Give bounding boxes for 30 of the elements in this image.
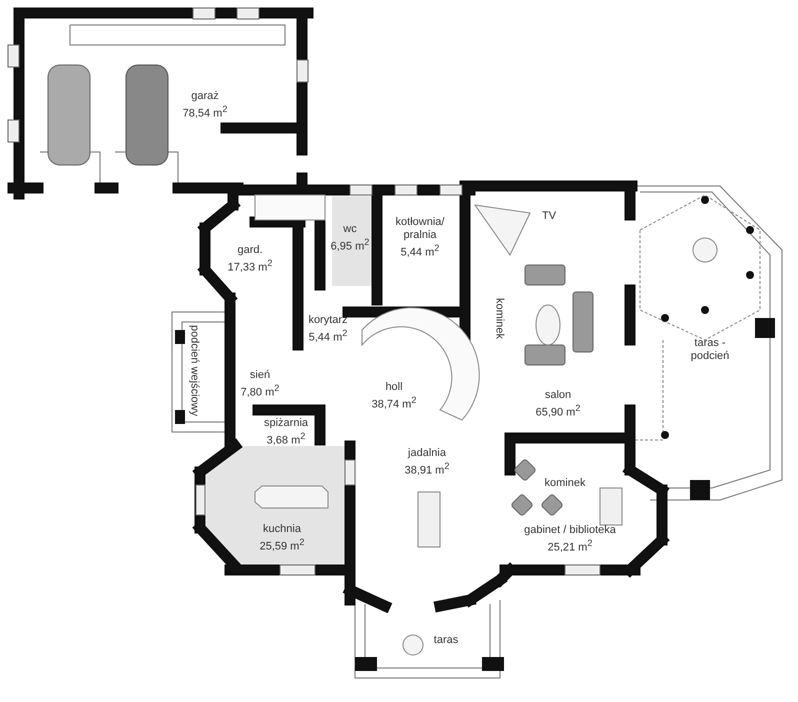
room-area: 38,74 m$^{2}$ [372,394,416,412]
room-name: jadalnia [408,446,446,460]
room-area: 7,80 m$^{2}$ [240,382,280,400]
room-name: salon [544,388,572,402]
room-area: 5,44 m$^{2}$ [308,326,348,344]
room-area: 78,54 m$^{2}$ [182,102,228,120]
room-name: garaż [191,90,219,103]
fireplace-label: kominek [544,476,586,490]
room-name: wc [343,222,357,236]
room-area: 17,33 m$^{2}$ [228,256,272,274]
room-area: 65,90 m$^{2}$ [536,402,580,420]
room-area: 5,44 m$^{2}$ [400,242,440,260]
room-area: 25,21 m$^{2}$ [548,536,592,554]
room-name: sień [250,368,270,382]
tv-label: TV [542,210,556,222]
room-name: holl [385,380,403,394]
room-name: spiżarnia [264,416,308,430]
room-name: taras [434,634,458,646]
fireplace-label: kominek [492,298,506,338]
room-name: podcień wejściowy [188,325,200,417]
room-name: taras - podcień [690,337,730,363]
room-name: gard. [237,244,263,257]
room-name: korytarz [308,314,348,327]
room-area: 38,91 m$^{2}$ [404,460,450,478]
room-name: gabinet / biblioteka [524,524,616,537]
room-area: 6,95 m$^{2}$ [330,236,370,254]
room-area: 25,59 m$^{2}$ [260,536,304,554]
room-area: 3,68 m$^{2}$ [266,430,306,448]
room-name: kotłownia/ pralnia [394,216,446,242]
room-name: kuchnia [263,522,301,536]
